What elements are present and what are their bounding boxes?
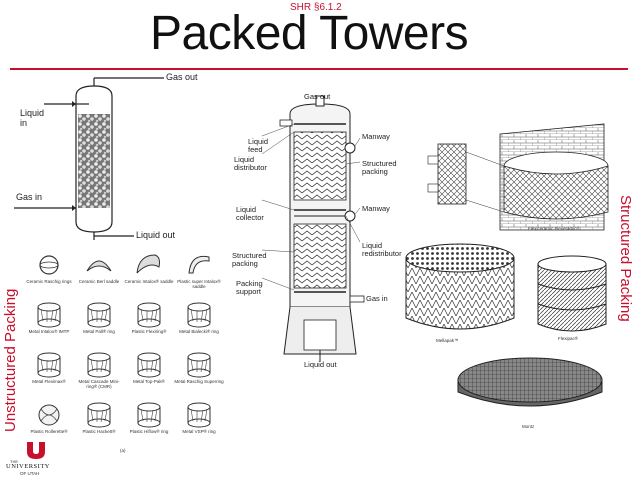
flexiceramic-drawing [427, 123, 609, 231]
packing-item-image [188, 255, 210, 274]
packing-item-image [87, 352, 111, 378]
slide-title: Packed Towers [150, 7, 469, 60]
mellapak-figure: Mellapak™ [400, 236, 520, 352]
packing-item: Metal Raschig Superring [174, 345, 224, 395]
montz-label: Montz [522, 424, 535, 429]
packing-item: Metal Intalox® IMTP [24, 295, 74, 345]
packing-item-image [39, 255, 59, 275]
gas-out-label: Gas out [166, 72, 198, 82]
packing-item: Plastic Rollerette® [24, 395, 74, 445]
column-drawing [261, 95, 365, 362]
liquid-in-label: Liquid in [20, 108, 45, 128]
packing-item-label: Ceramic Berl saddle [78, 279, 120, 284]
mellapak-label: Mellapak™ [436, 338, 459, 343]
random-packing-caption: (a) [120, 448, 126, 453]
packing-item-label: Plastic Hackett® [82, 429, 116, 434]
liquid-distributor-label: Liquid distributor [234, 155, 267, 172]
column-gas-in-label: Gas in [366, 294, 388, 303]
column-figure: Gas out Liquid feed Liquid distributor L… [232, 92, 402, 372]
packing-item-label: Metal Intalox® IMTP [28, 329, 70, 334]
packing-item-image [137, 352, 161, 378]
flexiceramic-label: Flexiceramic Flexeramic® [528, 226, 580, 231]
manway-1-label: Manway [362, 132, 390, 141]
packing-item: Plastic Hiflow® ring [124, 395, 174, 445]
section-reference: SHR §6.1.2 [290, 2, 342, 13]
liquid-collector-label: Liquid collector [236, 205, 264, 222]
simple-tower-drawing [14, 77, 164, 240]
packing-item-label: Metal Pall® ring [83, 329, 115, 334]
packing-item-image [137, 402, 161, 428]
mellapak-drawing [405, 243, 515, 330]
title-rule [10, 68, 628, 70]
packing-item: Metal Top-Pak® [124, 345, 174, 395]
packing-item: Metal Pall® ring [74, 295, 124, 345]
logo-line-1: THE [10, 459, 18, 464]
montz-figure: Montz [452, 350, 608, 434]
u-logo-icon [27, 442, 45, 459]
simple-tower-figure: Gas out Liquid in Gas in Liquid out [14, 72, 234, 240]
structured-packing-left-label: Structured packing [232, 251, 267, 268]
packing-item-label: Ceramic Raschig rings [26, 279, 72, 284]
packing-item: Metal Bialecki® ring [174, 295, 224, 345]
packing-item-image [87, 302, 111, 328]
packing-item-image [187, 402, 211, 428]
packing-item-label: Metal Raschig Superring [174, 379, 224, 384]
packing-item-image [86, 260, 112, 272]
packing-item: Ceramic Berl saddle [74, 245, 124, 295]
montz-drawing [457, 357, 603, 407]
flexiceramic-figure: Flexiceramic Flexeramic® [424, 122, 610, 240]
column-liquid-out-label: Liquid out [304, 360, 337, 369]
random-packing-figure: Ceramic Raschig rings Ceramic Berl saddle… [24, 245, 224, 455]
packing-item-image [136, 254, 160, 274]
column-gas-out-label: Gas out [304, 92, 331, 101]
flexipac-label: Flexipac® [558, 336, 579, 341]
packing-item-label: Plastic Flexiring® [131, 329, 167, 334]
liquid-feed-label: Liquid feed [248, 137, 269, 154]
packing-item-label: Plastic Rollerette® [30, 429, 68, 434]
packing-item: Metal Cascade Mini-ring® (CMR) [74, 345, 124, 395]
packing-item: Plastic Flexiring® [124, 295, 174, 345]
packing-item-image [37, 352, 61, 378]
packing-support-label: Packing support [236, 279, 263, 296]
packing-item: Ceramic Intalox® saddle [124, 245, 174, 295]
packing-item: Metal VSP® ring [174, 395, 224, 445]
packing-item: Metal Fleximax® [24, 345, 74, 395]
logo-line-2: UNIVERSITY [6, 463, 50, 470]
packing-item-image [37, 302, 61, 328]
structured-packing-right-label: Structured packing [362, 159, 397, 176]
packing-item-label: Metal Fleximax® [32, 379, 66, 384]
packing-item-label: Ceramic Intalox® saddle [124, 279, 174, 284]
packing-item-label: Plastic Hiflow® ring [129, 429, 169, 434]
university-logo: THE UNIVERSITY OF UTAH [6, 440, 66, 478]
packing-item: Ceramic Raschig rings [24, 245, 74, 295]
flexipac-figure: Flexipac® [532, 254, 612, 348]
liquid-redistributor-label: Liquid redistributor [362, 241, 402, 258]
liquid-out-label: Liquid out [136, 230, 176, 240]
packing-item-image [87, 402, 111, 428]
packing-item: Plastic super Intalox® saddle [174, 245, 224, 295]
packing-item-image [137, 302, 161, 328]
packing-item-label: Metal VSP® ring [182, 429, 216, 434]
packing-item-label: Metal Top-Pak® [133, 379, 165, 384]
logo-line-3: OF UTAH [20, 471, 40, 476]
packing-item-label: Metal Cascade Mini-ring® (CMR) [78, 379, 120, 389]
packing-item-label: Plastic super Intalox® saddle [177, 279, 221, 289]
manway-2-label: Manway [362, 204, 390, 213]
packing-item-image [38, 404, 60, 426]
packing-item-label: Metal Bialecki® ring [179, 329, 219, 334]
packing-item: Plastic Hackett® [74, 395, 124, 445]
flexipac-drawing [537, 255, 607, 332]
packing-item-image [187, 352, 211, 378]
packing-item-image [187, 302, 211, 328]
gas-in-label: Gas in [16, 192, 43, 202]
unstructured-packing-label: Unstructured Packing [2, 288, 19, 432]
structured-packing-label: Structured Packing [617, 195, 634, 322]
